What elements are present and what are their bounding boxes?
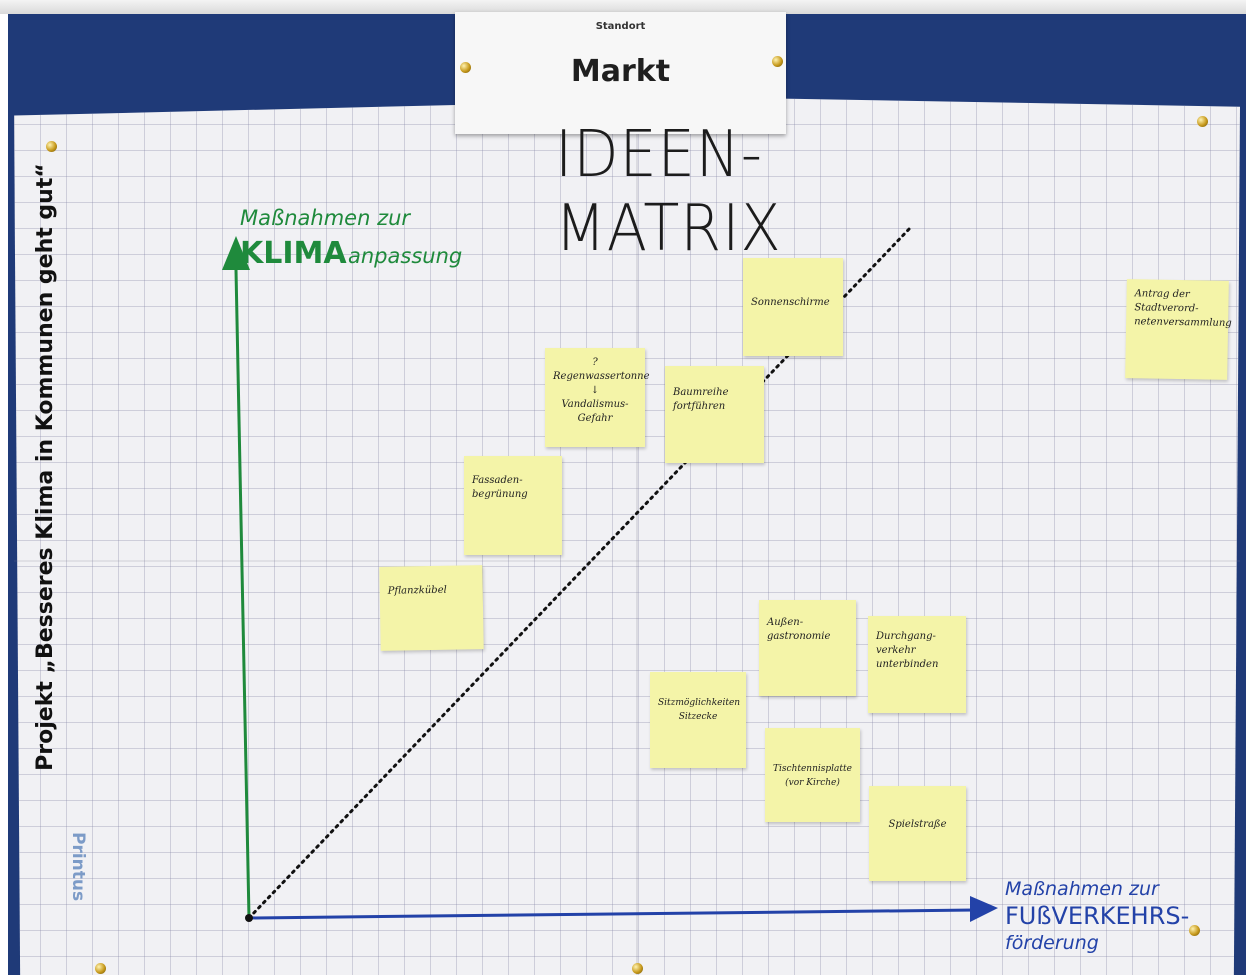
sticky-note: Durchgang- verkehr unterbinden: [868, 616, 966, 713]
sticky-note: ? Regenwassertonne ↓ Vandalismus- Gefahr: [545, 348, 650, 447]
sticky-note: Tischtennisplatte (vor Kirche): [765, 728, 860, 822]
paper-fold: [14, 560, 1240, 562]
poster-title: IDEEN-MATRIX: [555, 118, 782, 266]
y-axis-title-klima: KLIMA: [240, 236, 347, 271]
push-pin: [95, 963, 106, 974]
x-axis-line: [248, 908, 976, 920]
origin-dot: [245, 914, 253, 922]
paper-fold: [636, 100, 638, 975]
board-frame: [0, 0, 1246, 14]
push-pin: [1197, 116, 1208, 127]
sticky-note: Fassaden- begrünung: [464, 456, 562, 555]
sticky-note: Sitzmöglichkeiten Sitzecke: [650, 672, 746, 768]
sticky-note: Baumreihe fortführen: [665, 366, 764, 463]
sticky-note: Spielstraße: [869, 786, 966, 881]
x-axis-title-line3: förderung: [1005, 932, 1099, 954]
y-axis-line: [234, 269, 251, 919]
sticky-note: Pflanzkübel: [379, 565, 484, 651]
y-axis-arrowhead: [222, 236, 250, 270]
push-pin: [772, 56, 783, 67]
sticky-note: Außen- gastronomie: [759, 600, 856, 696]
x-axis-title-line1: Maßnahmen zur: [1005, 878, 1159, 900]
push-pin: [460, 62, 471, 73]
sticky-note: Sonnenschirme: [743, 258, 843, 356]
push-pin: [46, 141, 57, 152]
push-pin: [1189, 925, 1200, 936]
sticky-note: Antrag der Stadtverord- netenversammlung: [1125, 279, 1232, 380]
location-name: Markt: [570, 54, 671, 89]
x-axis-arrowhead: [970, 896, 998, 922]
x-axis-title-line2: FUßVERKEHRS-: [1005, 902, 1190, 930]
poster-paper: [14, 98, 1240, 975]
y-axis-title-rest: anpassung: [348, 244, 463, 268]
y-axis-title-line1: Maßnahmen zur: [240, 206, 411, 230]
location-caption: Standort: [595, 21, 646, 32]
location-card: Standort Markt: [455, 12, 786, 134]
push-pin: [632, 963, 643, 974]
